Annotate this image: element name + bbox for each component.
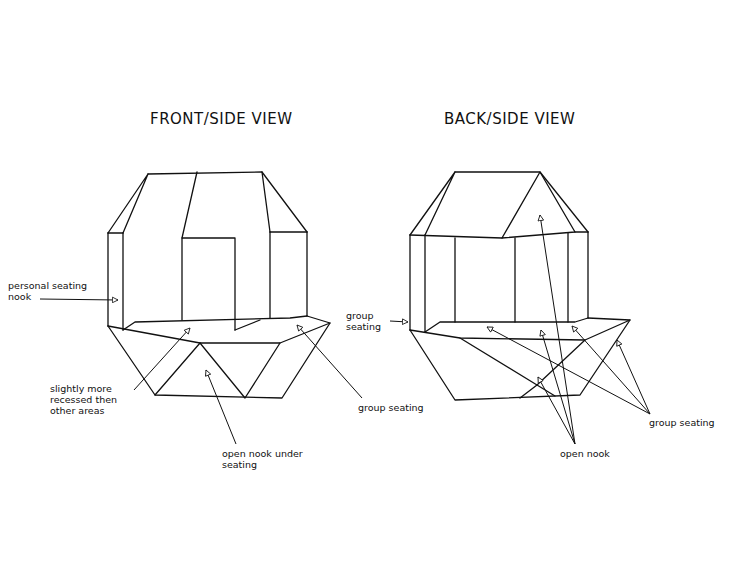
leader-lines [40,215,650,444]
callout-note: open nook [560,448,640,459]
callout-note: group seating [649,417,744,428]
back-view-figure [410,172,630,400]
view-title: FRONT/SIDE VIEW [150,110,293,128]
callout-note: slightly more recessed then other areas [50,383,138,416]
callout-note: group seating [346,310,388,332]
front-view-figure [108,172,330,398]
view-title: BACK/SIDE VIEW [444,110,575,128]
callout-note: group seating [358,402,453,413]
callout-note: open nook under seating [222,448,314,470]
callout-note: personal seating nook [8,280,108,302]
